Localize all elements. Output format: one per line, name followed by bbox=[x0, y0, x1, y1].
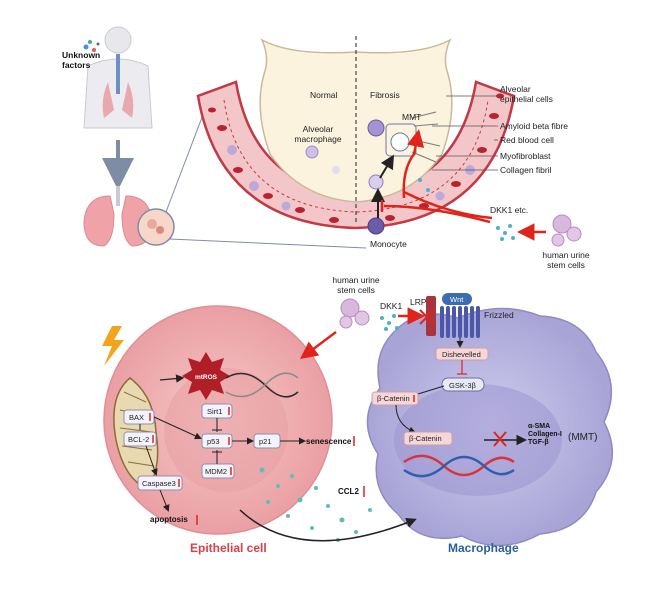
epithelial-nucleus bbox=[164, 368, 288, 492]
normal-label: Normal bbox=[310, 90, 338, 100]
epithelial-dna-strand-a bbox=[225, 372, 299, 398]
beta-catenin-box-2: β-Catenin bbox=[403, 431, 453, 446]
lightning-icon bbox=[102, 326, 124, 366]
transcription-block-cross bbox=[493, 431, 507, 447]
human-torso-illustration bbox=[83, 26, 153, 129]
senescence-label: senescence bbox=[306, 437, 352, 446]
normal-macrophages bbox=[305, 145, 340, 174]
epithelial-cell-title: Epithelial cell bbox=[190, 541, 267, 555]
sirt1-box: Sirt1 bbox=[201, 403, 233, 419]
bcl2-to-caspase3 bbox=[145, 445, 158, 476]
svg-text:GSK-3β: GSK-3β bbox=[449, 381, 477, 390]
fibrosis-cells bbox=[367, 111, 441, 192]
inhibit-line-1 bbox=[403, 190, 493, 220]
zoom-line-bottom bbox=[169, 238, 367, 249]
caspase3-to-apoptosis bbox=[159, 489, 170, 512]
mmt-label: MMT bbox=[402, 112, 421, 122]
svg-text:Dishevelled: Dishevelled bbox=[442, 350, 481, 359]
p53-box: p53 bbox=[201, 433, 233, 449]
svg-text:β-Catenin: β-Catenin bbox=[409, 434, 442, 443]
bax-to-p53 bbox=[153, 416, 202, 440]
dkk1-etc-label: DKK1 etc. bbox=[490, 205, 528, 215]
svg-text:p21: p21 bbox=[259, 437, 272, 446]
monocyte-cell bbox=[367, 217, 385, 235]
wnt-label: Wnt bbox=[450, 295, 464, 304]
wnt-ligand bbox=[442, 293, 472, 305]
stem-cells-bottom bbox=[339, 298, 370, 329]
stem-to-epithelial-arrow bbox=[300, 331, 337, 359]
inhibit-line-2 bbox=[383, 204, 491, 224]
apoptosis-label: apoptosis bbox=[150, 515, 188, 524]
beta-catenin-box-1: β-Catenin bbox=[371, 391, 419, 406]
gsk-inhibits-catenin bbox=[417, 385, 445, 395]
mmt-arrow bbox=[379, 154, 395, 179]
dkk1-label: DKK1 bbox=[380, 301, 402, 311]
legend-collagen: Collagen fibril bbox=[500, 165, 552, 175]
svg-text:BCL-2: BCL-2 bbox=[128, 435, 149, 444]
legend-myofibroblast: Myofibroblast bbox=[500, 151, 551, 161]
dishevelled-box: Dishevelled bbox=[435, 347, 489, 361]
zoom-line-top bbox=[165, 111, 205, 213]
svg-text:β-Catenin: β-Catenin bbox=[377, 394, 410, 403]
mmt-bottom-label: (MMT) bbox=[568, 432, 597, 443]
svg-text:BAX: BAX bbox=[129, 413, 144, 422]
epithelial-dna-strand-b bbox=[225, 372, 299, 398]
monocyte-label: Monocyte bbox=[370, 239, 407, 249]
legend-rbc: Red blood cell bbox=[500, 135, 554, 145]
lrp-receptor bbox=[426, 296, 436, 336]
gsk3b-box: GSK-3β bbox=[441, 377, 485, 392]
dkk1-particles-bottom bbox=[380, 314, 399, 331]
red-blood-cells bbox=[208, 93, 504, 223]
ccl2-label: CCL2 bbox=[338, 487, 359, 496]
unknown-factors-particles bbox=[83, 40, 100, 52]
mito-to-mtros-arrow bbox=[159, 374, 185, 383]
macrophage-title: Macrophage bbox=[448, 541, 519, 555]
svg-text:Caspase3: Caspase3 bbox=[142, 479, 176, 488]
svg-text:MDM2: MDM2 bbox=[205, 467, 227, 476]
inhibit-to-mmt bbox=[402, 129, 425, 199]
mtros-label: mtROS bbox=[195, 374, 218, 381]
mtros-burst-icon bbox=[182, 352, 230, 400]
lrp-block-cross bbox=[419, 309, 435, 325]
macrophage-nucleus bbox=[394, 384, 562, 496]
bax-box: BAX bbox=[123, 409, 155, 425]
caspase3-box: Caspase3 bbox=[137, 475, 183, 491]
alveolus-zoom-circle bbox=[137, 208, 175, 246]
ccl2-to-macrophage-arrow bbox=[239, 509, 417, 542]
p21-box: p21 bbox=[253, 433, 281, 449]
catenin-translocation-arrow bbox=[395, 404, 416, 434]
mdm2-box: MDM2 bbox=[201, 463, 235, 479]
macrophage-dna-strand-a bbox=[403, 454, 515, 477]
stem-cells-top bbox=[551, 214, 582, 247]
fibrosis-label: Fibrosis bbox=[370, 90, 400, 100]
bcl2-box: BCL-2 bbox=[123, 431, 157, 447]
lrp-label: LRP bbox=[410, 297, 427, 307]
leukocytes bbox=[227, 145, 475, 211]
legend-amyloid: Amyloid beta fibre bbox=[500, 121, 568, 131]
svg-text:p53: p53 bbox=[207, 437, 220, 446]
ccl2-particles bbox=[259, 467, 372, 542]
frizzled-receptor bbox=[440, 306, 480, 338]
dkk1-particles-top bbox=[496, 224, 515, 241]
svg-text:Sirt1: Sirt1 bbox=[207, 407, 222, 416]
frizzled-label: Frizzled bbox=[484, 310, 514, 320]
macrophage-dna-strand-b bbox=[403, 455, 515, 478]
top-legend bbox=[432, 95, 498, 171]
